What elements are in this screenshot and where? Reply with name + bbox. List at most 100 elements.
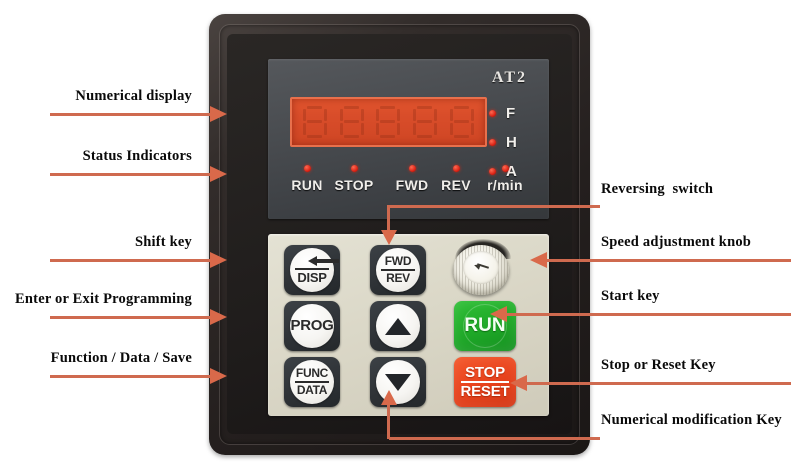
unit-label-f: F	[506, 104, 516, 122]
callout-label-numerical-modification-key: Numerical modification Key	[601, 412, 782, 428]
unit-indicator-h: H	[489, 130, 535, 154]
prog-key-cap: PROG	[290, 304, 334, 348]
led-indicator-rev-icon	[452, 165, 460, 172]
callout-label-shift-key: Shift key	[135, 234, 192, 250]
led-indicator-h-icon	[489, 138, 496, 146]
led-indicator-run-icon	[303, 165, 311, 172]
callout-line-status-indicators	[50, 173, 218, 176]
stop-reset-key-label-2: RESET	[460, 383, 510, 400]
status-indicator-run: RUN	[286, 165, 328, 193]
func-data-key-label-2: DATA	[296, 383, 328, 397]
status-indicator-rev: REV	[434, 165, 478, 193]
bezel-groove	[219, 24, 580, 445]
status-indicator-fwd: FWD	[390, 165, 434, 193]
unit-indicator-a: A	[489, 159, 535, 183]
callout-line-speed-adjustment-knob	[547, 259, 791, 262]
divider-line	[461, 381, 509, 383]
shift-disp-key-cap: DISP	[290, 248, 339, 292]
callout-label-status-indicators: Status Indicators	[82, 148, 192, 164]
callout-line-reversing-switch	[389, 205, 600, 208]
stop-reset-key[interactable]: STOP RESET	[454, 357, 516, 407]
callout-arrow-function-data-save	[210, 368, 227, 384]
callout-line-function-data-save	[50, 375, 218, 378]
callout-label-numerical-display: Numerical display	[75, 88, 192, 104]
left-arrow-icon	[307, 255, 339, 266]
knob-body	[453, 245, 509, 295]
triangle-down-icon	[385, 373, 411, 391]
divider-line	[295, 267, 329, 270]
unit-label-a: A	[506, 162, 517, 180]
divider-line	[295, 381, 329, 383]
divider-line	[381, 269, 415, 271]
status-indicator-rmin: r/min	[478, 165, 532, 193]
display-digit	[339, 106, 364, 138]
status-label-rev: REV	[441, 177, 471, 193]
decrement-down-key[interactable]	[370, 357, 426, 407]
callout-line-numerical-modification-key-vertical	[387, 404, 390, 439]
led-indicator-fwd-icon	[408, 165, 416, 172]
callout-line-numerical-display	[50, 113, 218, 116]
display-digit	[303, 106, 328, 138]
led-indicator-a-icon	[489, 167, 496, 175]
callout-arrow-stop-reset-key	[510, 375, 527, 391]
led-indicator-stop-icon	[350, 165, 358, 172]
callout-label-enter-exit-programming: Enter or Exit Programming	[15, 291, 192, 307]
speed-adjustment-knob[interactable]	[451, 239, 513, 297]
fwd-rev-key[interactable]: FWD REV	[370, 245, 426, 295]
callout-line-reversing-switch-vertical	[387, 205, 390, 233]
numerical-display	[290, 97, 487, 147]
status-indicator-stop: STOP	[328, 165, 380, 193]
fwd-rev-key-label-2: REV	[386, 271, 410, 285]
brand-label: AT2	[491, 69, 527, 86]
callout-arrow-reversing-switch	[381, 230, 397, 245]
keypad: DISP PROG FUNC DATA	[268, 234, 549, 416]
callout-arrow-shift-key	[210, 252, 227, 268]
callout-label-start-key: Start key	[601, 288, 660, 304]
increment-up-key-cap	[376, 304, 420, 348]
unit-indicator-f: F	[489, 101, 535, 125]
display-digit	[413, 106, 438, 138]
callout-line-enter-exit-programming	[50, 316, 218, 319]
callout-label-reversing-switch: Reversing switch	[601, 181, 714, 197]
shift-disp-key-label: DISP	[297, 269, 327, 285]
callout-arrow-numerical-modification-key	[381, 390, 397, 405]
stop-reset-key-label-1: STOP	[465, 364, 505, 381]
vfd-control-panel-device: AT2	[209, 14, 590, 455]
callout-arrow-numerical-display	[210, 106, 227, 122]
device-inner-face: AT2	[227, 34, 572, 434]
callout-label-function-data-save: Function / Data / Save	[50, 350, 192, 366]
func-data-key-label-1: FUNC	[295, 366, 329, 381]
knob-pointer-icon	[474, 263, 489, 271]
shift-disp-key[interactable]: DISP	[284, 245, 340, 295]
display-digit	[376, 106, 401, 138]
status-label-rmin: r/min	[487, 177, 523, 193]
status-label-run: RUN	[291, 177, 323, 193]
status-label-fwd: FWD	[395, 177, 429, 193]
unit-indicator-group: F H A	[489, 101, 535, 188]
callout-line-start-key	[507, 313, 791, 316]
callout-line-numerical-modification-key	[389, 437, 600, 440]
knob-top-face	[463, 251, 499, 284]
status-label-stop: STOP	[334, 177, 374, 193]
callout-arrow-start-key	[490, 306, 507, 322]
callout-line-shift-key	[50, 259, 218, 262]
func-data-key-cap: FUNC DATA	[290, 360, 334, 404]
led-indicator-f-icon	[489, 109, 496, 117]
increment-up-key[interactable]	[370, 301, 426, 351]
display-digit	[449, 106, 474, 138]
callout-arrow-enter-exit-programming	[210, 309, 227, 325]
callout-arrow-status-indicators	[210, 166, 227, 182]
led-indicator-rmin-icon	[501, 165, 509, 172]
fwd-rev-key-cap: FWD REV	[376, 248, 420, 292]
decrement-down-key-cap	[376, 360, 420, 404]
prog-key-label: PROG	[290, 317, 334, 335]
fwd-rev-key-label-1: FWD	[384, 254, 412, 269]
callout-label-stop-reset-key: Stop or Reset Key	[601, 357, 716, 373]
triangle-up-icon	[385, 317, 411, 335]
display-panel: AT2	[268, 59, 549, 219]
prog-key[interactable]: PROG	[284, 301, 340, 351]
unit-label-h: H	[506, 133, 517, 151]
func-data-key[interactable]: FUNC DATA	[284, 357, 340, 407]
callout-line-stop-reset-key	[527, 382, 791, 385]
